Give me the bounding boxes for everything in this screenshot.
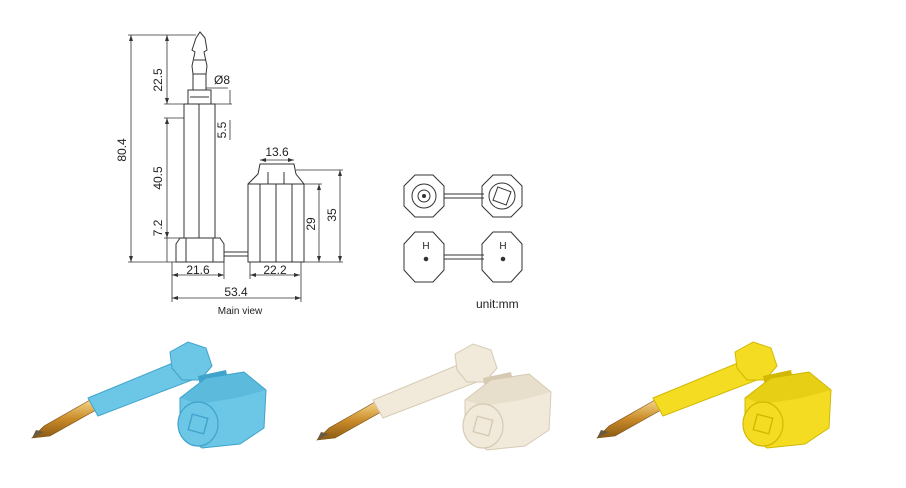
bolt-seal-photo-white xyxy=(316,343,552,451)
cap-outline xyxy=(247,163,305,263)
plastic-flange xyxy=(454,343,498,383)
cap-face xyxy=(462,403,504,449)
dim-cap-width: 13.6 xyxy=(265,145,289,159)
plastic-flange xyxy=(734,341,778,381)
end-views xyxy=(403,174,523,283)
dim-total-length: 80.4 xyxy=(115,138,129,162)
dim-bolt-base: 21.6 xyxy=(186,263,210,277)
pin-tip xyxy=(32,430,44,438)
end-view-bolt-top xyxy=(403,174,445,218)
cap-highlight xyxy=(465,374,551,406)
unit-label: unit:mm xyxy=(476,297,519,311)
end-view-mark-left: H xyxy=(422,241,429,252)
dim-overall: 53.4 xyxy=(224,285,248,299)
bolt-seal-photo-yellow xyxy=(596,341,832,449)
dim-cap-base: 22.2 xyxy=(263,263,287,277)
dim-cap-total: 35 xyxy=(325,208,339,222)
cap-face xyxy=(742,401,784,447)
bolt-flange-outline xyxy=(175,237,225,263)
bolt-seal-photo-blue xyxy=(31,341,267,449)
cap-highlight xyxy=(180,372,266,404)
product-photos xyxy=(31,341,832,451)
plastic-flange xyxy=(169,341,213,381)
dim-diameter: Ø8 xyxy=(214,73,230,87)
dim-neck: 5.5 xyxy=(215,121,229,138)
end-view-cap-top xyxy=(481,174,523,218)
main-view-drawing xyxy=(175,31,305,263)
dim-shank: 40.5 xyxy=(151,166,165,190)
dim-head-length: 22.5 xyxy=(151,68,165,92)
cap-highlight xyxy=(745,372,831,404)
bolt-tip-outline xyxy=(191,31,208,75)
cap-socket xyxy=(472,415,494,437)
cap-socket xyxy=(187,413,209,435)
cap-socket xyxy=(752,413,774,435)
pin-tip xyxy=(597,430,609,438)
dimension-lines xyxy=(128,34,343,302)
end-view-mark-right: H xyxy=(499,241,506,252)
end-view-bolt-bottom xyxy=(403,231,445,283)
end-view-cap-bottom xyxy=(481,231,523,283)
dim-flange: 7.2 xyxy=(151,219,165,236)
cap-face xyxy=(177,401,219,447)
dimension-arrows xyxy=(129,35,342,300)
main-view-caption: Main view xyxy=(218,306,263,317)
pin-tip xyxy=(317,432,329,440)
dim-cap-height: 29 xyxy=(304,217,318,231)
bolt-neck-outline xyxy=(192,73,207,91)
